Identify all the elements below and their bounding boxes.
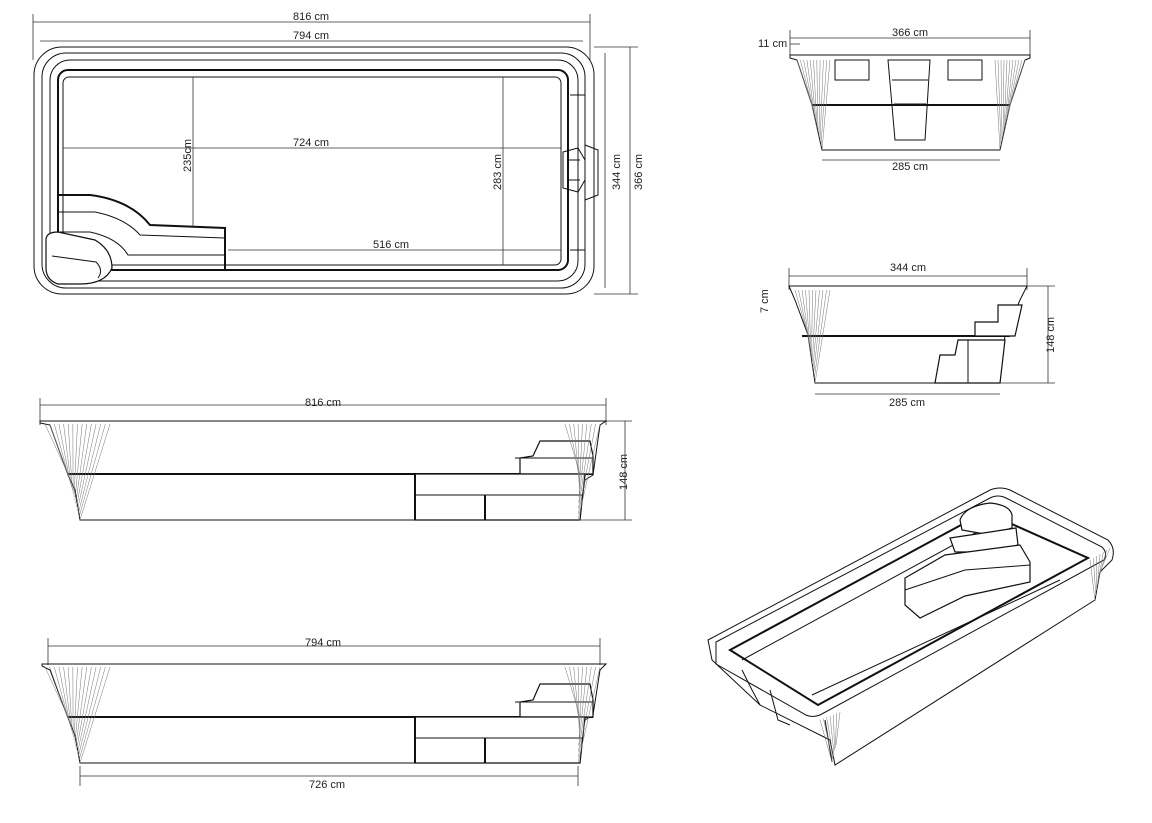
side-section-2: 794 cm 726 cm bbox=[42, 637, 606, 791]
hatch-line bbox=[50, 667, 69, 720]
isometric-view bbox=[708, 488, 1113, 765]
hatch-line bbox=[54, 424, 69, 481]
deep-end-block-1 bbox=[415, 474, 585, 520]
iso-leg bbox=[770, 690, 790, 725]
plan-view: 816 cm 794 cm 724 cm 516 cm 235cm 283 cm bbox=[33, 11, 645, 294]
step-block bbox=[835, 60, 869, 80]
pool-floor-edge bbox=[63, 77, 561, 265]
side-section-1: 816 cm 148 cm bbox=[40, 397, 632, 520]
hatch-line bbox=[74, 424, 78, 497]
dim-label-235: 235cm bbox=[182, 139, 194, 172]
hatch-line bbox=[833, 715, 834, 751]
hatch-line bbox=[78, 424, 100, 513]
dim-label-148-end: 148 cm bbox=[1045, 317, 1057, 353]
hatch-line bbox=[77, 424, 92, 507]
hatch-line bbox=[75, 424, 82, 500]
hatch-line bbox=[812, 290, 813, 359]
dim-label-344-end: 344 cm bbox=[890, 262, 926, 274]
coping-outer bbox=[34, 47, 594, 294]
hatch-line bbox=[78, 667, 100, 756]
step-upper bbox=[975, 305, 1022, 336]
hatch-line bbox=[820, 60, 823, 141]
dim-label-724: 724 cm bbox=[293, 137, 329, 149]
deep-end-block-2 bbox=[415, 717, 585, 763]
hatch-line bbox=[819, 60, 820, 137]
hatch-line bbox=[817, 60, 818, 132]
dim-label-816-side: 816 cm bbox=[305, 397, 341, 409]
dim-label-366-end: 366 cm bbox=[892, 27, 928, 39]
step-block bbox=[948, 60, 982, 80]
dim-label-794-side: 794 cm bbox=[305, 637, 341, 649]
dim-label-7: 7 cm bbox=[759, 289, 771, 313]
hatch-line bbox=[50, 424, 69, 477]
hatch-line bbox=[1007, 60, 1016, 119]
dim-label-344: 344 cm bbox=[611, 154, 623, 190]
hatch-line bbox=[797, 60, 812, 105]
hatch-line bbox=[1003, 60, 1004, 137]
hatch-line bbox=[80, 667, 110, 763]
dim-label-366: 366 cm bbox=[633, 154, 645, 190]
dim-label-516: 516 cm bbox=[373, 239, 409, 251]
center-step-stack bbox=[888, 60, 930, 140]
hatch-line bbox=[80, 424, 110, 520]
iso-outer-shell bbox=[708, 488, 1113, 765]
hatch-line bbox=[75, 667, 82, 743]
hatch-line bbox=[77, 667, 92, 750]
skimmer bbox=[563, 148, 585, 192]
dim-label-11: 11 cm bbox=[758, 38, 787, 50]
hatch-line bbox=[74, 667, 78, 740]
end-section-top: 366 cm 11 cm 285 cm bbox=[758, 27, 1030, 173]
hatch-line bbox=[54, 667, 69, 724]
dim-label-283: 283 cm bbox=[492, 154, 504, 190]
hatch-line bbox=[1001, 60, 1002, 141]
step-lower bbox=[935, 340, 1005, 383]
dim-label-816: 816 cm bbox=[293, 11, 329, 23]
dim-label-148-side: 148 cm bbox=[618, 454, 630, 490]
dim-label-285-a: 285 cm bbox=[892, 161, 928, 173]
dim-label-285-b: 285 cm bbox=[889, 397, 925, 409]
dim-label-726: 726 cm bbox=[309, 779, 345, 791]
iso-step-bench bbox=[905, 545, 1030, 618]
hatch-line bbox=[998, 60, 1001, 146]
end-section-bottom: 344 cm 7 cm 148 cm 285 cm bbox=[759, 262, 1057, 409]
hatch-line bbox=[814, 290, 826, 378]
seat-step bbox=[46, 232, 112, 284]
dim-label-794: 794 cm bbox=[293, 30, 329, 42]
